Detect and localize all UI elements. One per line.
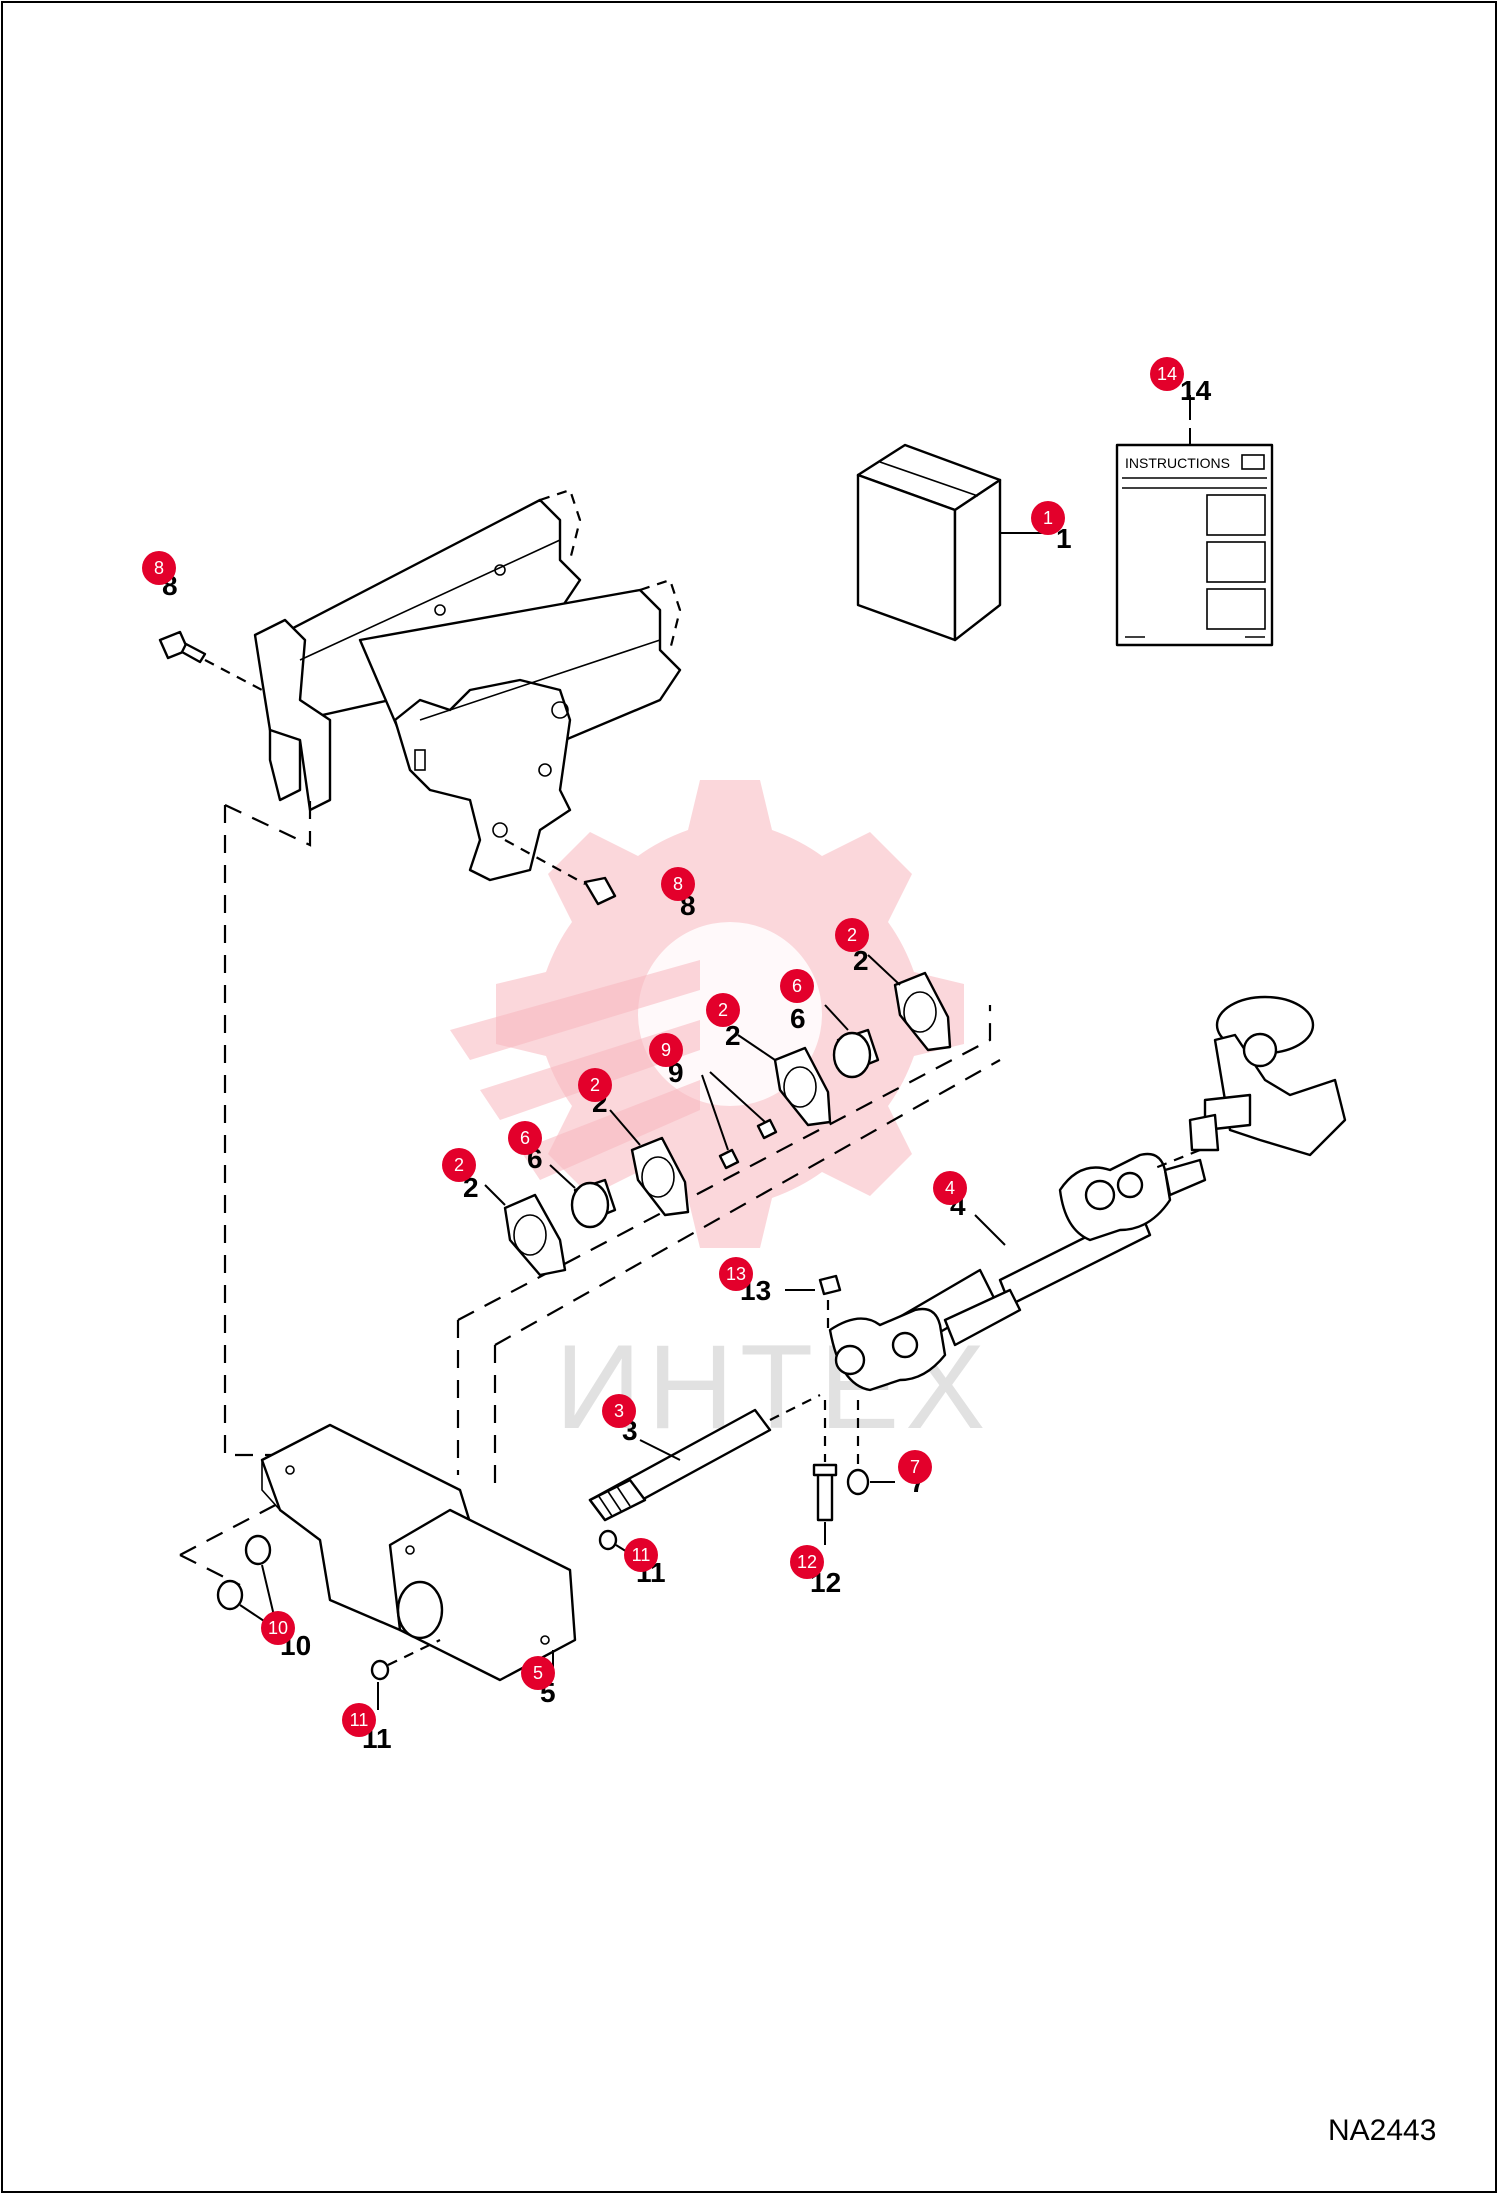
splined-shaft-3-part (588, 1408, 772, 1522)
bushing-6b-part (832, 1028, 880, 1079)
instructions-label: INSTRUCTIONS (1125, 455, 1230, 471)
leader-3 (639, 1439, 681, 1461)
item-number-1: 1 (1056, 523, 1072, 554)
svg-text:6: 6 (520, 1128, 530, 1148)
badge-7[interactable]: 7 (898, 1450, 932, 1484)
badge-5[interactable]: 5 (521, 1656, 555, 1690)
badge-14[interactable]: 14 (1150, 357, 1184, 391)
svg-text:4: 4 (945, 1178, 955, 1198)
leader-2b (609, 1109, 641, 1146)
svg-text:11: 11 (350, 1710, 369, 1730)
nut-11b-link (387, 1639, 441, 1666)
svg-text:13: 13 (726, 1264, 746, 1284)
svg-text:12: 12 (797, 1552, 817, 1572)
leader-2c (737, 1034, 776, 1061)
svg-text:10: 10 (268, 1618, 288, 1638)
leader-9 (701, 1071, 766, 1151)
flange-2d-part (893, 971, 952, 1052)
assembly-line-shaft-top (494, 1059, 1001, 1346)
instructions-sheet-part: INSTRUCTIONS (1115, 443, 1274, 647)
item-number-14: 14 (1180, 375, 1212, 406)
shaft-gearbox-link (1149, 1148, 1201, 1172)
assembly-line-flanges (457, 1005, 992, 1321)
gearbox-part (1188, 995, 1347, 1157)
badge-2a[interactable]: 2 (442, 1148, 476, 1182)
badge-12[interactable]: 12 (790, 1545, 824, 1579)
washer-10-part (216, 1534, 272, 1611)
badge-6a[interactable]: 6 (508, 1121, 542, 1155)
badge-8b[interactable]: 8 (661, 867, 695, 901)
flange-2a-part (503, 1193, 567, 1277)
drawing-code: NA2443 (1328, 2114, 1436, 2147)
assembly-line-left-top (224, 800, 312, 847)
badge-11a[interactable]: 11 (624, 1538, 658, 1572)
svg-text:1: 1 (1043, 508, 1053, 528)
badge-3[interactable]: 3 (602, 1394, 636, 1428)
mounting-bracket-5-part (260, 1423, 577, 1682)
leader-4 (974, 1214, 1006, 1246)
badge-2c[interactable]: 2 (706, 993, 740, 1027)
bolt-8-upper (158, 630, 263, 691)
svg-text:9: 9 (661, 1040, 671, 1060)
u-joint-part (828, 1288, 1022, 1392)
svg-text:2: 2 (718, 1000, 728, 1020)
badge-1[interactable]: 1 (1031, 501, 1065, 535)
svg-text:14: 14 (1157, 364, 1177, 384)
badge-13[interactable]: 13 (719, 1257, 753, 1291)
leader-6b (824, 1004, 849, 1031)
svg-text:2: 2 (847, 925, 857, 945)
leader-2d (867, 954, 901, 986)
item-number-2d: 2 (853, 945, 869, 976)
flange-2b-part (630, 1136, 690, 1217)
svg-text:6: 6 (792, 976, 802, 996)
flange-2c-part (773, 1046, 832, 1127)
badge-10[interactable]: 10 (261, 1611, 295, 1645)
svg-text:8: 8 (154, 558, 164, 578)
nut-11a-part (598, 1529, 618, 1551)
leader-6a (549, 1164, 576, 1189)
svg-text:3: 3 (614, 1401, 624, 1421)
badge-2d[interactable]: 2 (835, 918, 869, 952)
assembly-line-nut (179, 1554, 241, 1586)
svg-text:8: 8 (673, 874, 683, 894)
svg-text:2: 2 (590, 1075, 600, 1095)
kit-box-part (856, 443, 1002, 642)
nut-11b-part (370, 1659, 390, 1681)
bolt-12-part (812, 1463, 838, 1522)
svg-text:5: 5 (533, 1663, 543, 1683)
nut-13-part (818, 1274, 842, 1296)
shaft-3-link (769, 1394, 821, 1421)
ring-7-part (846, 1468, 870, 1496)
assembly-line-left (223, 805, 330, 1457)
item-number-6b: 6 (790, 1003, 806, 1034)
svg-text:11: 11 (632, 1545, 651, 1565)
svg-text:2: 2 (454, 1155, 464, 1175)
leader-2a (484, 1184, 506, 1206)
pin-9-part (718, 1118, 778, 1170)
bolt-8-lower (504, 839, 617, 906)
badge-4[interactable]: 4 (933, 1171, 967, 1205)
badge-2b[interactable]: 2 (578, 1068, 612, 1102)
badge-11b[interactable]: 11 (342, 1703, 376, 1737)
badge-9[interactable]: 9 (649, 1033, 683, 1067)
badge-8a[interactable]: 8 (142, 551, 176, 585)
svg-text:7: 7 (910, 1457, 920, 1477)
assembly-line-washer (179, 1499, 286, 1556)
badge-6b[interactable]: 6 (780, 969, 814, 1003)
item-number-2c: 2 (725, 1020, 741, 1051)
loader-frame-part (253, 488, 682, 882)
bushing-6a-part (570, 1178, 617, 1229)
